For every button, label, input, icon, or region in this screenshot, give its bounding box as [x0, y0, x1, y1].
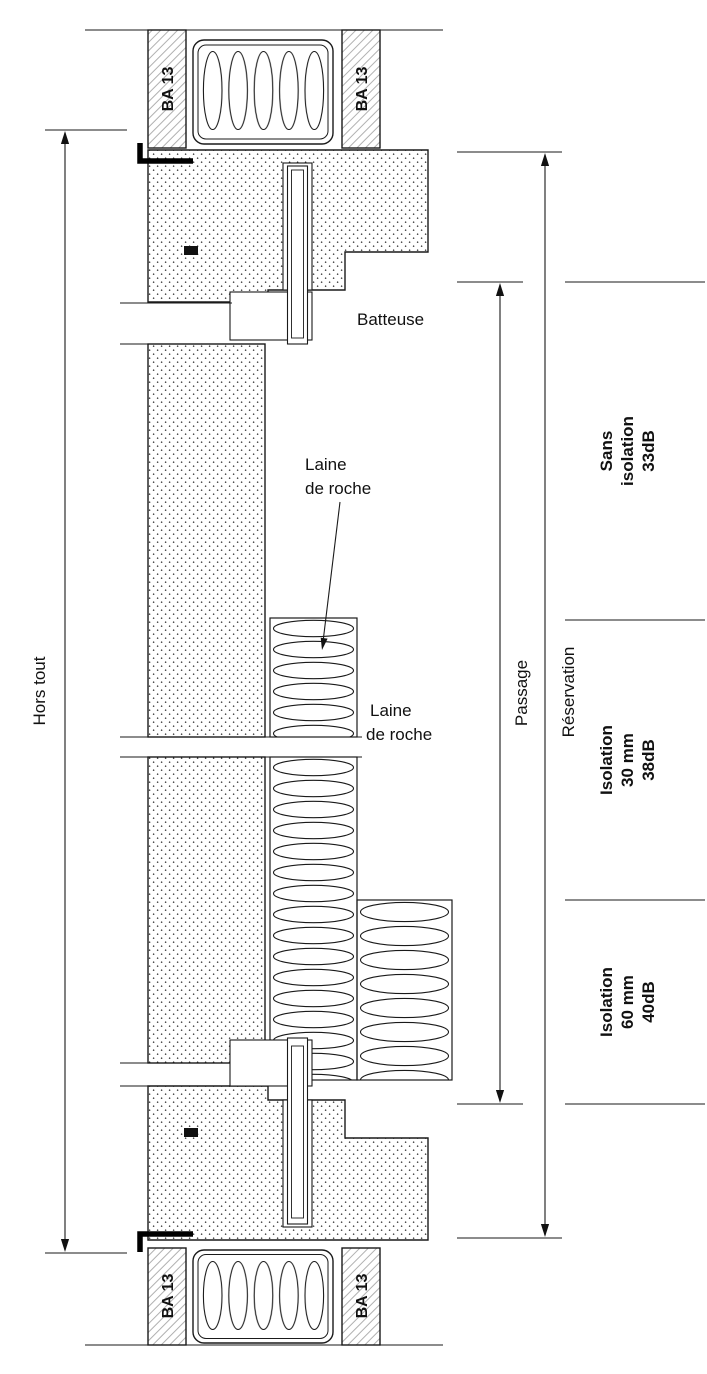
tongue-strip-top-inner [291, 169, 304, 339]
insulation-60mm [356, 899, 453, 1081]
insulation-30mm-lower [269, 756, 358, 1081]
hors-tout-label: Hors tout [30, 656, 49, 725]
frame-jamb-upper [147, 343, 266, 738]
ba13-label-bottom-left: BA 13 [160, 1274, 177, 1319]
tongue-strip-bottom [286, 1037, 309, 1225]
laine-label-2-line2: de roche [366, 725, 432, 744]
zone-label-sans-isolation: Sans isolation 33dB [597, 416, 658, 486]
laine-label-1-line2: de roche [305, 479, 371, 498]
acoustic-zones: Sans isolation 33dB Isolation 30 mm 38dB… [565, 281, 705, 1105]
arrow-up-icon [60, 131, 70, 144]
ba13-board-top-left [147, 29, 187, 149]
dimension-passage: Passage [457, 281, 531, 1105]
insulation-30mm-upper [269, 617, 358, 738]
insulation-30mm [269, 617, 358, 1081]
arrow-down-icon [60, 1239, 70, 1252]
ba13-board-bottom-right [341, 1247, 381, 1346]
reservation-label: Réservation [559, 647, 578, 738]
corner-angle-bottom [137, 1231, 193, 1252]
zone-text-line: 40dB [639, 981, 658, 1023]
zone-text-line: 38dB [639, 739, 658, 781]
tongue-strip-bottom-inner [291, 1045, 304, 1219]
arrow-up-icon [540, 153, 550, 166]
passage-label: Passage [512, 660, 531, 726]
ba13-label-top-left: BA 13 [160, 67, 177, 112]
tongue-strip-top [286, 165, 309, 345]
arrow-down-icon [540, 1224, 550, 1237]
laine-label-1-line1: Laine [305, 455, 347, 474]
zone-label-isolation-30mm: Isolation 30 mm 38dB [597, 725, 658, 795]
insulation-60mm-batt [356, 899, 453, 1081]
corner-angle-top [137, 143, 193, 164]
fixing-clip-bottom [184, 1128, 198, 1137]
laine-arrowhead-icon [320, 637, 328, 650]
dimension-reservation: Réservation [457, 151, 578, 1239]
zone-text-line: 60 mm [618, 975, 637, 1029]
top-wall-assembly: BA 13 BA 13 [85, 29, 443, 149]
metal-track-bottom-inner [197, 1254, 329, 1339]
zone-text-line: 30 mm [618, 733, 637, 787]
metal-track-top-inner [197, 44, 329, 140]
zone-label-isolation-60mm: Isolation 60 mm 40dB [597, 967, 658, 1037]
fixing-clip-top [184, 246, 198, 255]
ba13-board-top-right [341, 29, 381, 149]
ba13-label-bottom-right: BA 13 [354, 1274, 371, 1319]
bottom-wall-assembly: BA 13 BA 13 [85, 1247, 443, 1346]
wall-insulation-bottom [200, 1257, 327, 1334]
door-frame-section [120, 143, 429, 1252]
ba13-label-top-right: BA 13 [354, 67, 371, 112]
laine-label-2-line1: Laine [370, 701, 412, 720]
ba13-board-bottom-left [147, 1247, 187, 1346]
wall-insulation-top [200, 47, 327, 134]
frame-jamb-lower [147, 756, 266, 1064]
zone-text-line: Isolation [597, 725, 616, 795]
dimension-hors-tout: Hors tout [30, 129, 127, 1254]
arrow-up-icon [495, 283, 505, 296]
annotations: Batteuse Laine de roche Laine de roche [305, 310, 432, 744]
arrow-down-icon [495, 1090, 505, 1103]
batteuse-label: Batteuse [357, 310, 424, 329]
zone-text-line: Isolation [597, 967, 616, 1037]
zone-text-line: isolation [618, 416, 637, 486]
zone-text-line: Sans [597, 431, 616, 472]
laine-leader-line [321, 501, 341, 647]
zone-text-line: 33dB [639, 430, 658, 472]
